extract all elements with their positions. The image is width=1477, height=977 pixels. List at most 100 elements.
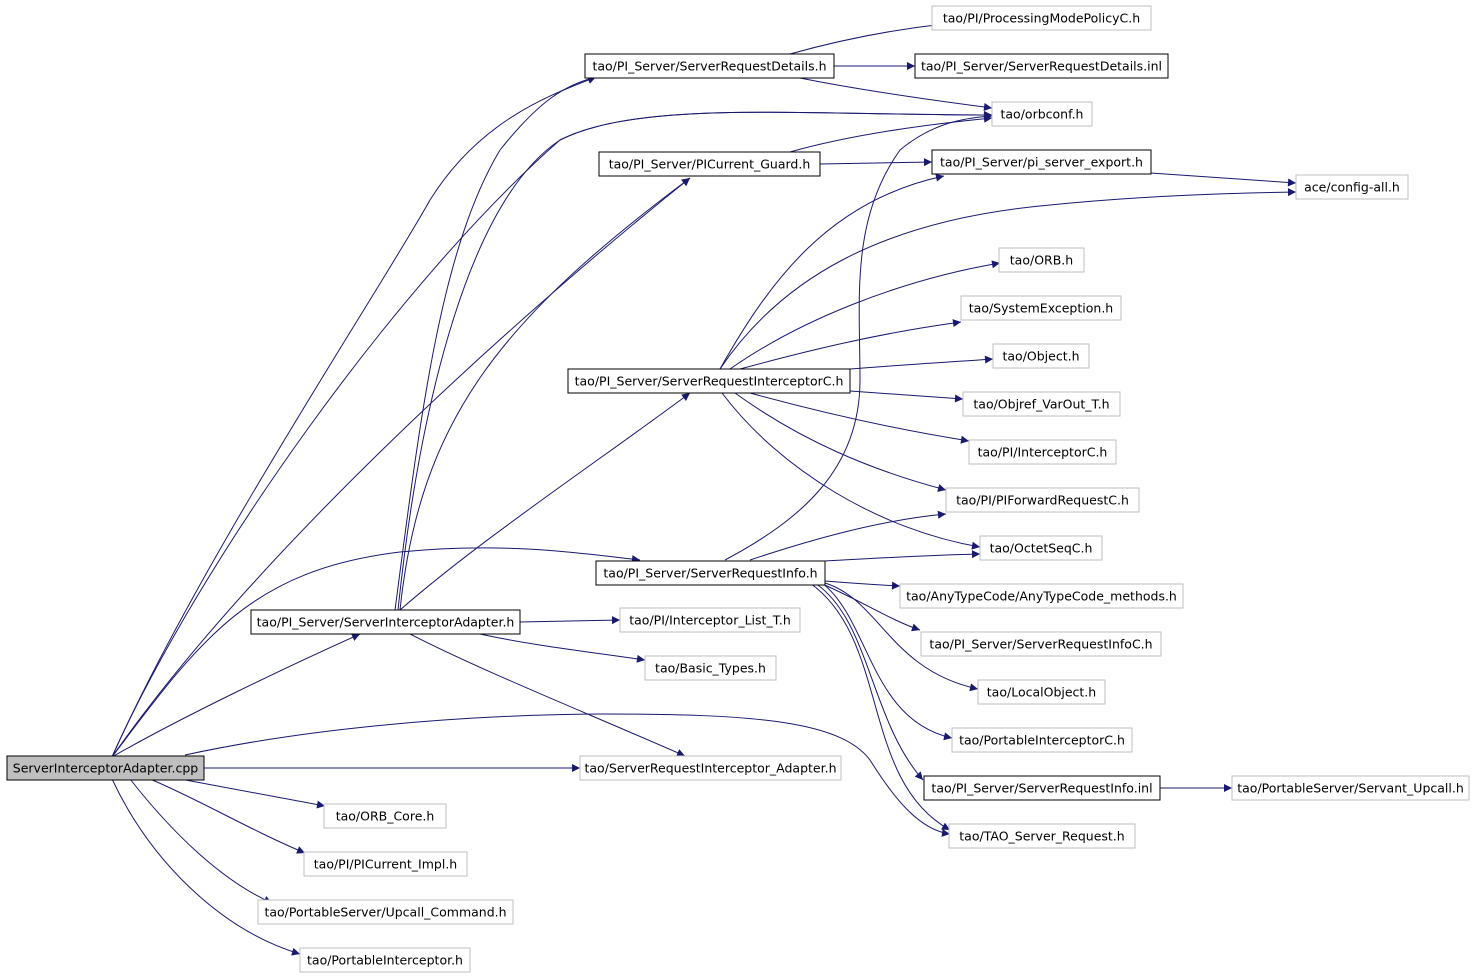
node-pmp[interactable]: tao/PI/ProcessingModePolicyC.h bbox=[931, 5, 1152, 31]
node-sri-inl[interactable]: tao/PI_Server/ServerRequestInfo.inl bbox=[923, 775, 1161, 801]
edge-root-to-sia-h bbox=[111, 633, 361, 758]
node-label: tao/PI_Server/ServerRequestInfoC.h bbox=[929, 637, 1152, 652]
node-aceconf[interactable]: ace/config-all.h bbox=[1295, 174, 1409, 200]
edge-sri-to-portic bbox=[821, 582, 953, 741]
nodes: ServerInterceptorAdapter.cpp tao/PI_Serv… bbox=[6, 5, 1470, 973]
node-octet[interactable]: tao/OctetSeqC.h bbox=[979, 535, 1103, 561]
edge-picg-to-orbconf bbox=[789, 114, 993, 153]
node-label: tao/PI_Server/PICurrent_Guard.h bbox=[609, 157, 811, 172]
node-object[interactable]: tao/Object.h bbox=[992, 343, 1090, 369]
node-root[interactable]: ServerInterceptorAdapter.cpp bbox=[6, 755, 205, 781]
node-orbcore[interactable]: tao/ORB_Core.h bbox=[323, 803, 447, 829]
node-picg[interactable]: tao/PI_Server/PICurrent_Guard.h bbox=[598, 151, 821, 177]
node-pise[interactable]: tao/PI_Server/pi_server_export.h bbox=[931, 149, 1152, 175]
node-label: tao/PI/Interceptor_List_T.h bbox=[629, 613, 791, 628]
node-sia-h[interactable]: tao/PI_Server/ServerInterceptorAdapter.h bbox=[250, 609, 521, 635]
node-label: tao/PI_Server/ServerRequestInterceptorC.… bbox=[575, 374, 844, 389]
node-tsr[interactable]: tao/TAO_Server_Request.h bbox=[948, 823, 1136, 849]
node-label: tao/PortableServer/Servant_Upcall.h bbox=[1237, 781, 1464, 796]
edge-root-to-picg bbox=[111, 177, 691, 758]
edge-sri-to-sric2 bbox=[819, 582, 921, 632]
edge-srd-to-orbconf bbox=[799, 77, 993, 111]
edge-root-to-srd-h bbox=[111, 76, 597, 758]
node-label: tao/PortableInterceptor.h bbox=[307, 953, 463, 968]
node-label: tao/PI_Server/ServerInterceptorAdapter.h bbox=[257, 615, 515, 630]
node-label: tao/PortableInterceptorC.h bbox=[959, 733, 1125, 748]
node-upcall[interactable]: tao/PortableServer/Upcall_Command.h bbox=[257, 899, 514, 925]
node-label: tao/Object.h bbox=[1002, 349, 1079, 364]
node-sria[interactable]: tao/ServerRequestInterceptor_Adapter.h bbox=[579, 755, 842, 781]
edge-root-to-portint bbox=[111, 778, 301, 956]
node-label: tao/PI/PICurrent_Impl.h bbox=[314, 857, 457, 872]
node-label: tao/PortableServer/Upcall_Command.h bbox=[264, 905, 506, 920]
edges bbox=[111, 20, 1297, 956]
edge-sric-to-objref bbox=[849, 390, 964, 403]
edge-sia-to-orbconf bbox=[397, 110, 993, 611]
edge-sri-to-orbconf bbox=[724, 112, 993, 561]
edge-picg-to-pise bbox=[819, 158, 933, 167]
node-label: tao/OctetSeqC.h bbox=[990, 541, 1093, 556]
node-label: ace/config-all.h bbox=[1304, 180, 1400, 195]
node-label: ServerInterceptorAdapter.cpp bbox=[13, 761, 198, 776]
edge-sric-to-pise bbox=[719, 173, 945, 370]
node-label: tao/PI_Server/ServerRequestDetails.h bbox=[592, 59, 826, 74]
node-label: tao/Basic_Types.h bbox=[655, 661, 766, 676]
node-sric2[interactable]: tao/PI_Server/ServerRequestInfoC.h bbox=[920, 631, 1162, 657]
edge-sri-to-tsr bbox=[809, 582, 951, 831]
edge-sric-to-aceconf bbox=[719, 188, 1297, 370]
node-label: tao/orbconf.h bbox=[1001, 107, 1084, 122]
node-picimpl[interactable]: tao/PI/PICurrent_Impl.h bbox=[303, 851, 468, 877]
node-label: tao/PI/PIForwardRequestC.h bbox=[956, 493, 1129, 508]
node-anytc[interactable]: tao/AnyTypeCode/AnyTypeCode_methods.h bbox=[899, 583, 1184, 609]
edge-root-to-upcall bbox=[129, 778, 273, 904]
node-sric[interactable]: tao/PI_Server/ServerRequestInterceptorC.… bbox=[567, 368, 851, 394]
node-orb[interactable]: tao/ORB.h bbox=[998, 247, 1085, 273]
node-objref[interactable]: tao/Objref_VarOut_T.h bbox=[962, 391, 1121, 417]
edge-sric-to-orb bbox=[729, 260, 1001, 370]
edge-srd-to-pmp bbox=[789, 20, 945, 55]
node-label: tao/AnyTypeCode/AnyTypeCode_methods.h bbox=[906, 589, 1177, 604]
node-localobj[interactable]: tao/LocalObject.h bbox=[977, 679, 1106, 705]
node-label: tao/ORB_Core.h bbox=[336, 809, 435, 824]
node-label: tao/Objref_VarOut_T.h bbox=[973, 397, 1109, 412]
node-label: tao/ORB.h bbox=[1010, 253, 1073, 268]
edge-sri-to-localobj bbox=[824, 582, 979, 692]
node-label: tao/PI/ProcessingModePolicyC.h bbox=[943, 11, 1140, 26]
node-basic[interactable]: tao/Basic_Types.h bbox=[644, 655, 777, 681]
node-sri-h[interactable]: tao/PI_Server/ServerRequestInfo.h bbox=[595, 560, 826, 586]
node-ilt[interactable]: tao/PI/Interceptor_List_T.h bbox=[619, 607, 801, 633]
node-portint[interactable]: tao/PortableInterceptor.h bbox=[299, 947, 471, 973]
edge-sri-to-anytc bbox=[824, 580, 901, 590]
node-label: tao/PI_Server/ServerRequestInfo.inl bbox=[931, 781, 1152, 796]
edge-root-to-picimpl bbox=[149, 778, 306, 854]
edge-root-to-sri-h bbox=[111, 547, 641, 758]
edge-sri-to-pifr bbox=[749, 510, 947, 561]
node-servup[interactable]: tao/PortableServer/Servant_Upcall.h bbox=[1231, 775, 1470, 801]
node-orbconf[interactable]: tao/orbconf.h bbox=[991, 101, 1093, 127]
edge-sia-to-sria bbox=[409, 633, 686, 757]
node-label: tao/PI/InterceptorC.h bbox=[978, 445, 1108, 460]
node-label: tao/LocalObject.h bbox=[987, 685, 1096, 700]
edge-sia-to-ilt bbox=[519, 616, 621, 625]
node-pifr[interactable]: tao/PI/PIForwardRequestC.h bbox=[945, 487, 1140, 513]
node-label: tao/ServerRequestInterceptor_Adapter.h bbox=[584, 761, 836, 776]
edge-sric-to-pifr bbox=[734, 392, 947, 492]
edge-sric-to-intc bbox=[749, 392, 970, 444]
node-srd-h[interactable]: tao/PI_Server/ServerRequestDetails.h bbox=[584, 53, 835, 79]
edge-sri-to-sriinl bbox=[814, 582, 924, 781]
edge-sric-to-object bbox=[849, 355, 994, 370]
edge-root-to-tsr bbox=[184, 713, 951, 837]
node-label: tao/TAO_Server_Request.h bbox=[959, 829, 1124, 844]
edge-sric-to-octet bbox=[721, 392, 981, 550]
edge-sia-to-sric bbox=[399, 392, 691, 611]
edge-root-to-orbcore bbox=[179, 778, 326, 809]
node-label: tao/PI_Server/ServerRequestInfo.h bbox=[603, 566, 817, 581]
edge-sia-to-picg bbox=[399, 177, 691, 611]
node-intc[interactable]: tao/PI/InterceptorC.h bbox=[968, 439, 1117, 465]
node-srd-inl[interactable]: tao/PI_Server/ServerRequestDetails.inl bbox=[914, 53, 1169, 79]
node-sysex[interactable]: tao/SystemException.h bbox=[960, 295, 1122, 321]
node-portic[interactable]: tao/PortableInterceptorC.h bbox=[951, 727, 1133, 753]
node-label: tao/PI_Server/ServerRequestDetails.inl bbox=[921, 59, 1162, 74]
edge-sri-to-octet bbox=[824, 550, 981, 562]
node-label: tao/SystemException.h bbox=[969, 301, 1113, 316]
